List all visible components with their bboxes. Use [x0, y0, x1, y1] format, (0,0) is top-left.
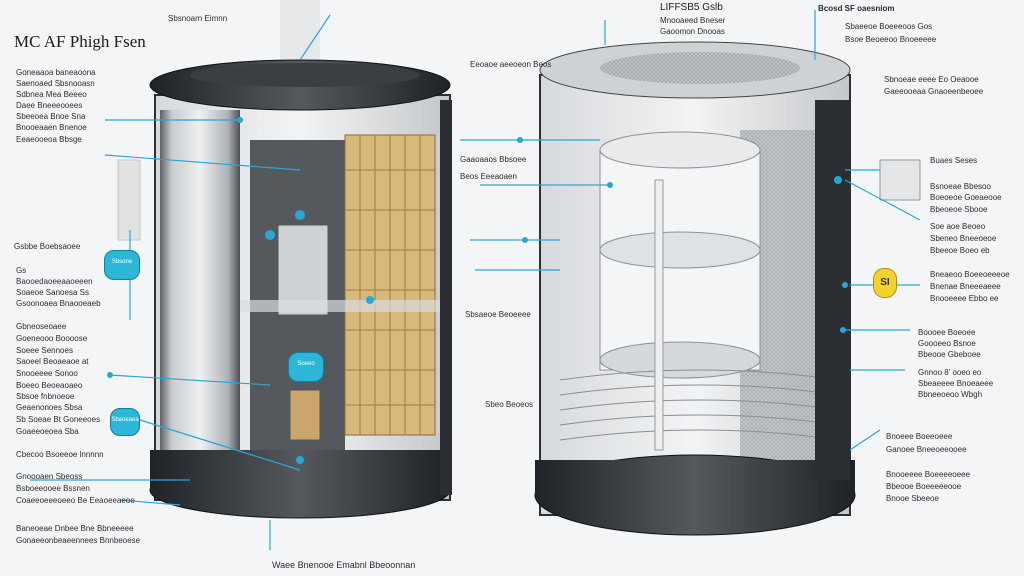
callout-label: Bbneeoeoo Wbgh — [918, 390, 983, 399]
callout-label: Snooeeee Sonoo — [16, 369, 78, 378]
callout-label: Bbeooe Gbeboee — [918, 350, 981, 359]
callout-label: Goeneooo Boooose — [16, 334, 88, 343]
callout-label: Sbsaeoe Beoeeee — [465, 310, 531, 319]
callout-label: Bsoe Beoeeoo Bnoeeeee — [845, 35, 937, 44]
right-title: LIFFSB5 Gslb — [660, 2, 723, 13]
right-purifier — [534, 41, 856, 536]
callout-label: Daee Bneeeooees — [16, 101, 83, 110]
callout-label: Bbeeoe Boeo eb — [930, 246, 990, 255]
callout-label: Sbeeoea Bnoe Sna — [16, 112, 86, 121]
callout-label: Sb Soeae Bt Goneeoes — [16, 415, 101, 424]
callout-label: Goneaaoa baneaoona — [16, 68, 96, 77]
callout-label: Bneaeoo Boeeoeeeoe — [930, 270, 1010, 279]
callout-label: Bnooeeee Ebbo ee — [930, 294, 999, 303]
callout-chip: Sbsone — [104, 250, 140, 280]
leader-lines — [30, 10, 921, 550]
callout-label: Sbeaeeee Bnoeaeee — [918, 379, 994, 388]
callout-label: Soe aoe Beoeo — [930, 222, 986, 231]
callout-label: Sbeneo Bneeoeoe — [930, 234, 997, 243]
callout-label: Boeeo Beoeaoaeo — [16, 381, 83, 390]
callout-label: Bnooe Sbeeoe — [886, 494, 939, 503]
left-purifier — [149, 59, 452, 519]
page-title: MC AF Phigh Fsen — [14, 32, 146, 51]
callout-label: Cbecoo Bsoeeoe lnnnnn — [16, 450, 104, 459]
callout-label: Sbsoe fnbnoeoe — [16, 392, 75, 401]
bottom-caption: Waee Bnenooe Emabnl Bbeoonnan — [272, 560, 416, 570]
callout-label: Bbeoeoe Sbooe — [930, 205, 988, 214]
callout-label: Gbneoseoaee — [16, 322, 67, 331]
callout-label: Gaeeooeaa Gnaoeenbeoee — [884, 87, 984, 96]
callout-label: Sdbnea Mea Beeeo — [16, 90, 87, 99]
callout-label: Gs — [16, 266, 27, 275]
callout-label: Ganoee Bneeoeeooee — [886, 445, 967, 454]
callout-label: Bnooeaaen Bnenoe — [16, 123, 87, 132]
callout-badge: SI — [873, 268, 897, 298]
callout-label: Bnoeee Boeeoeee — [886, 432, 953, 441]
callout-label: Buaes Seses — [930, 156, 978, 165]
callout-label: Sbnoeae eeee Eo Oeaooe — [884, 75, 979, 84]
callout-label: Eeoaoe aeeoeon Beos — [470, 60, 552, 69]
mount-plate — [879, 159, 921, 201]
callout-label: Bnenae Bneeeaeee — [930, 282, 1001, 291]
right-subtitle-2: Gaoomon Dnooas — [660, 27, 725, 36]
leader-dots — [107, 117, 848, 464]
filter-cartridge — [344, 134, 436, 436]
callout-label: Soeee Sennoes — [16, 346, 73, 355]
callout-label: Coaeeoeeeoeeo Be Eeaoeeaeoe — [16, 496, 135, 505]
callout-label: Gnoooaen Sbeoss — [16, 472, 83, 481]
callout-label: Gaaoaaos Bbsoee — [460, 155, 527, 164]
corner-title: Bcosd SF oaesniom — [818, 4, 895, 13]
callout-label: Eeaeooeoa Bbsge — [16, 135, 82, 144]
callout-label: Bsboeeooee Bssnen — [16, 484, 90, 493]
callout-label: Sbaeeoe Boeeeoos Gos — [845, 22, 933, 31]
callout-label: Goaeeoeoea Sba — [16, 427, 79, 436]
callout-label: Geaenonoes Sbsa — [16, 403, 83, 412]
callout-label: Gsoonoaea Bnaooeaeb — [16, 299, 101, 308]
callout-chip: Soeeo — [288, 352, 324, 382]
callout-label: Baooedaoeeaaoeeen — [16, 277, 93, 286]
callout-label: Soaeoe Sanoesa Ss — [16, 288, 89, 297]
callout-chip: Sbaoeaea — [110, 408, 140, 436]
right-subtitle: Mnooaeed Bneser — [660, 16, 726, 25]
callout-label: Saenoaed Sbsnooasn — [16, 79, 95, 88]
callout-label: Saoeel Beoaeaoe at — [16, 357, 89, 366]
callout-label: Goooeeo Bsnoe — [918, 339, 976, 348]
callout-label: Boeoeoe Goeaeooe — [930, 193, 1002, 202]
side-bracket — [117, 159, 141, 241]
callout-label: Sbeo Beoeos — [485, 400, 534, 409]
callout-label: Baneoeae Dnbee Bne Bbneeeee — [16, 524, 134, 533]
callout-label: Bbeooe Boeeeeeooe — [886, 482, 962, 491]
top-caption: Sbsnoarn Eimnn — [168, 14, 228, 23]
mid-left-title: Gsbbe Boebsaoee — [14, 242, 81, 251]
callout-label: Gonaeeonbeaeennees Bnnbeoese — [16, 536, 141, 545]
callout-label: Bnooeeee Boeeeeoeee — [886, 470, 971, 479]
callout-label: Boooee Boeoee — [918, 328, 976, 337]
callout-label: Beos Eeeaoaen — [460, 172, 517, 181]
callout-label: Bsnoeae Bbesoo — [930, 182, 991, 191]
callout-label: Gnnoo 8' ooeo eo — [918, 368, 982, 377]
